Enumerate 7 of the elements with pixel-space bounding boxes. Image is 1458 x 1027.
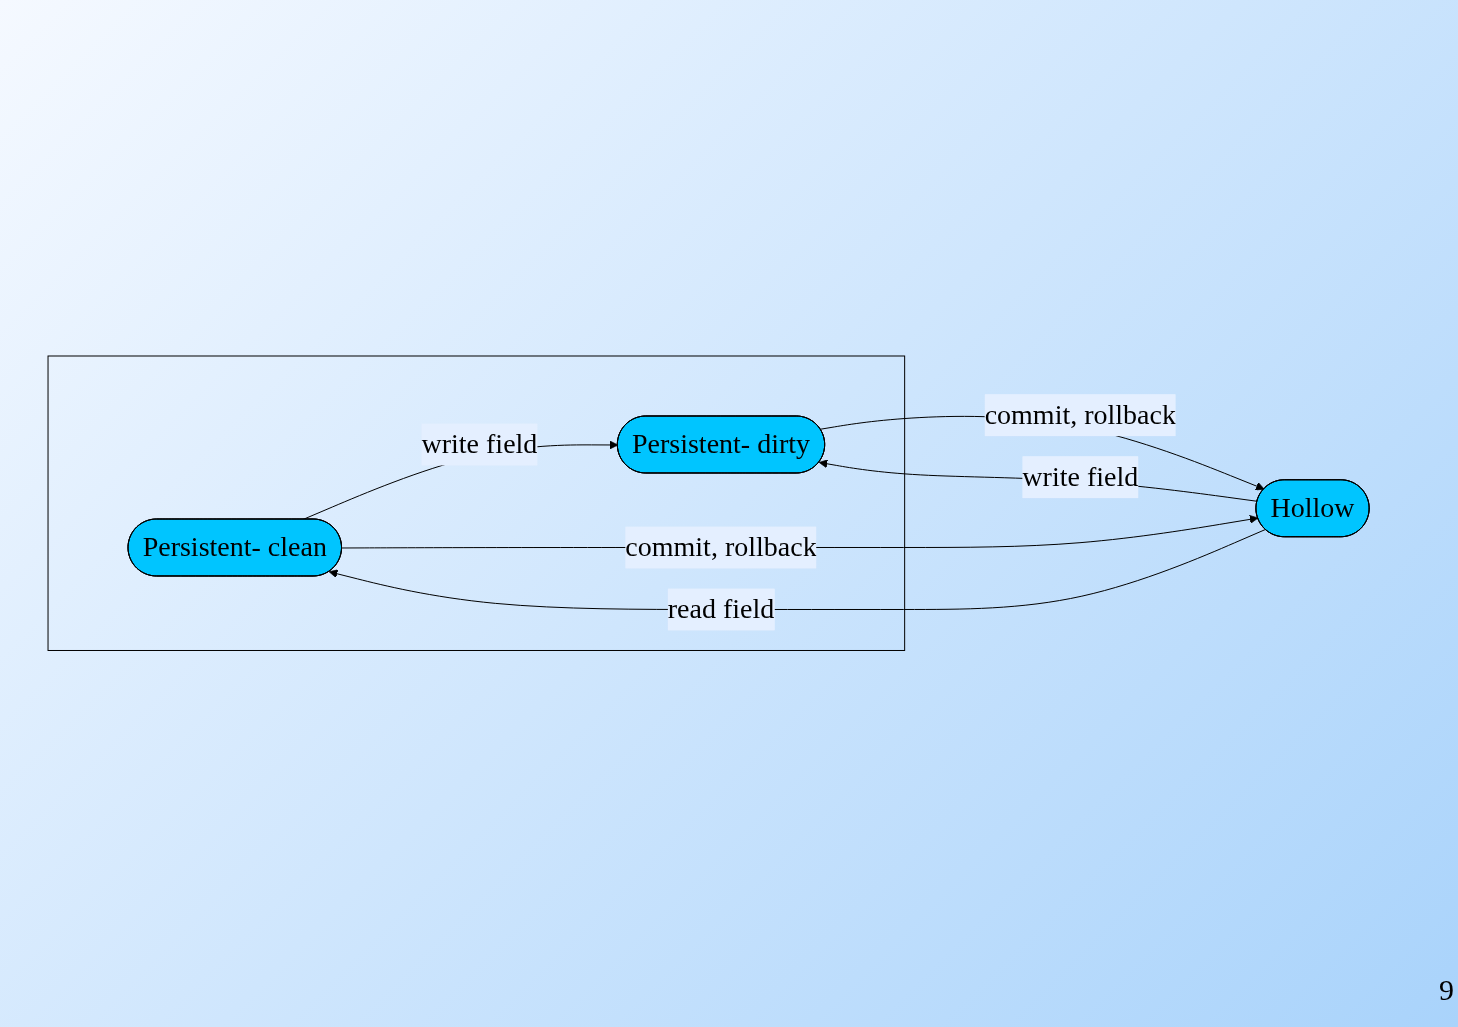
cluster	[47, 355, 906, 652]
page-number: 9	[1439, 973, 1454, 1007]
edge-label: read field	[668, 593, 775, 625]
edge-label: commit, rollback	[985, 399, 1177, 431]
edge-label: write field	[421, 428, 538, 460]
edge-label: commit, rollback	[625, 531, 818, 563]
edge-label: write field	[1022, 461, 1139, 493]
